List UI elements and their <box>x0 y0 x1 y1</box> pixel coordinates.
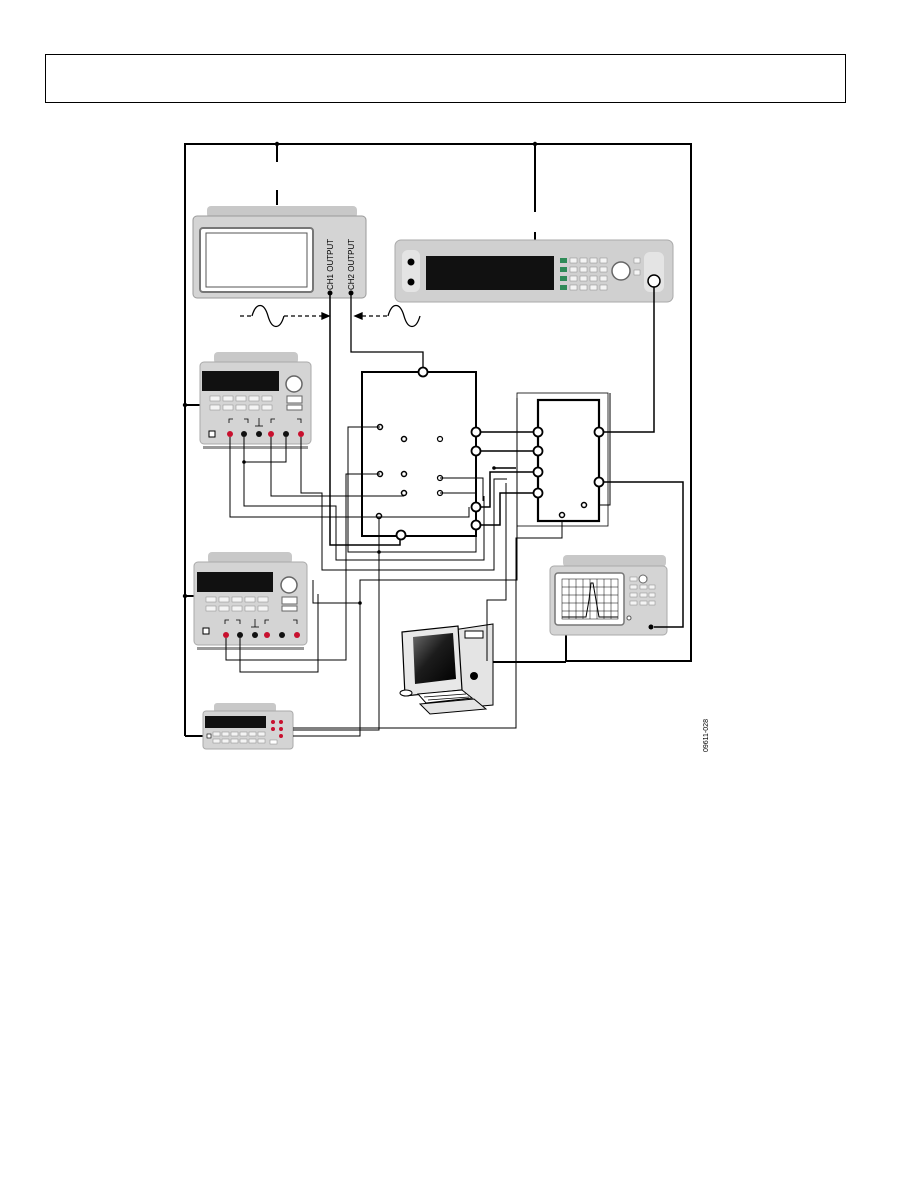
rf-signal-generator <box>394 239 674 303</box>
page-header-box <box>45 54 846 103</box>
digital-multimeter <box>202 703 294 750</box>
ch1-output-label: CH1 OUTPUT <box>326 239 335 290</box>
ch1-sine-symbol <box>240 304 331 328</box>
ch2-sine-symbol <box>353 304 421 328</box>
interconnect-wires <box>225 287 684 737</box>
figure-id: 09611-028 <box>703 719 710 752</box>
oscilloscope: CH1 OUTPUT CH2 OUTPUT <box>192 206 367 299</box>
wire-junction-dots <box>242 460 496 605</box>
power-supply-1 <box>199 352 312 449</box>
ch2-output-label: CH2 OUTPUT <box>347 239 356 290</box>
computer <box>399 623 494 715</box>
evaluation-board <box>516 392 609 527</box>
switch-box <box>361 366 482 541</box>
power-supply-2 <box>193 552 308 650</box>
bus-junction-dots <box>182 141 538 599</box>
spectrum-analyzer <box>549 555 668 636</box>
